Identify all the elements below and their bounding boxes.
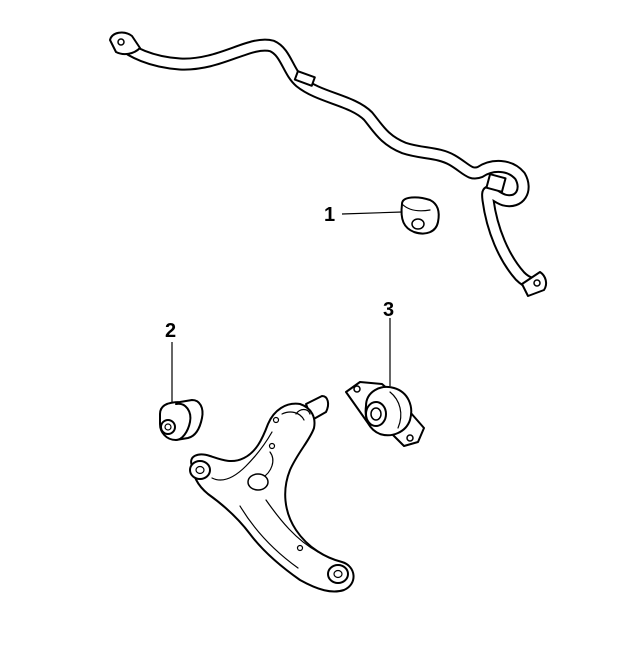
stabilizer-bar [109, 31, 548, 297]
lower-control-arm [189, 395, 355, 593]
callout-1-leader [341, 211, 403, 215]
stabilizer-bar-bushing [400, 196, 440, 235]
callout-2: 2 [165, 320, 176, 342]
callout-1: 1 [324, 204, 335, 226]
callout-3: 3 [383, 299, 394, 321]
control-arm-front-bushing [159, 399, 204, 441]
control-arm-rear-bushing-bracket [345, 381, 425, 447]
